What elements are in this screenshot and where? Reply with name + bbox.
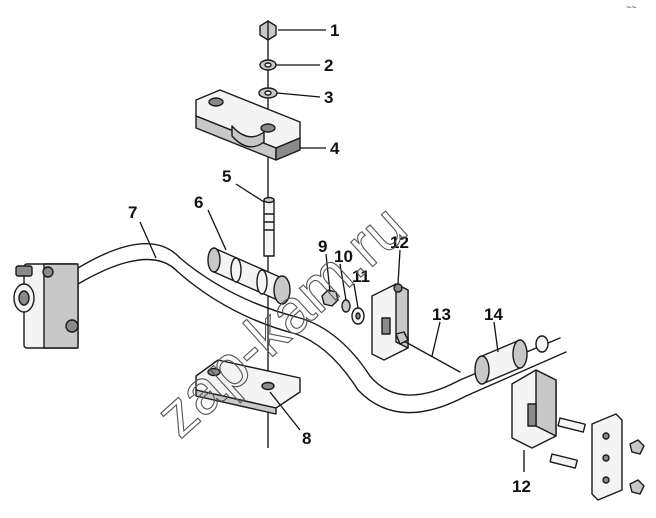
callout-4: 4 <box>330 139 340 158</box>
part-right-end-bracket <box>511 369 557 449</box>
callout-labels: 1 2 3 4 5 6 7 8 9 10 11 12 12 13 14 <box>128 21 531 496</box>
part-stud-bolt <box>263 196 275 257</box>
part-small-nut <box>321 289 339 307</box>
callout-10: 10 <box>334 247 353 266</box>
callout-12-lower: 12 <box>512 477 531 496</box>
callout-6: 6 <box>194 193 203 212</box>
callout-14: 14 <box>484 305 503 324</box>
part-flat-washer <box>258 87 278 99</box>
part-spring-washer <box>259 59 277 71</box>
part-upper-clamp-bracket <box>195 89 301 161</box>
part-lower-plate <box>195 359 301 415</box>
part-clip-bracket-upper <box>371 283 409 361</box>
part-bar-bushing <box>474 335 549 385</box>
callout-13: 13 <box>432 305 451 324</box>
part-stabilizer-bar <box>77 243 567 414</box>
part-right-bolts <box>549 417 645 495</box>
callout-1: 1 <box>330 21 339 40</box>
part-bushing-sleeve <box>207 247 291 305</box>
part-left-end-bracket <box>13 263 79 349</box>
callout-3: 3 <box>324 88 333 107</box>
leader-lines <box>139 29 525 472</box>
corner-mark: ~~ <box>626 2 637 12</box>
callout-7: 7 <box>128 203 137 222</box>
part-small-flat-washer <box>351 307 365 325</box>
part-right-mount-plate <box>591 413 623 501</box>
callout-5: 5 <box>222 167 231 186</box>
callout-2: 2 <box>324 56 333 75</box>
callout-9: 9 <box>318 237 327 256</box>
part-long-bolt <box>395 331 461 373</box>
part-nut <box>259 20 277 41</box>
callout-11: 11 <box>352 267 370 286</box>
callout-8: 8 <box>302 429 311 448</box>
callout-12-upper: 12 <box>390 233 409 252</box>
